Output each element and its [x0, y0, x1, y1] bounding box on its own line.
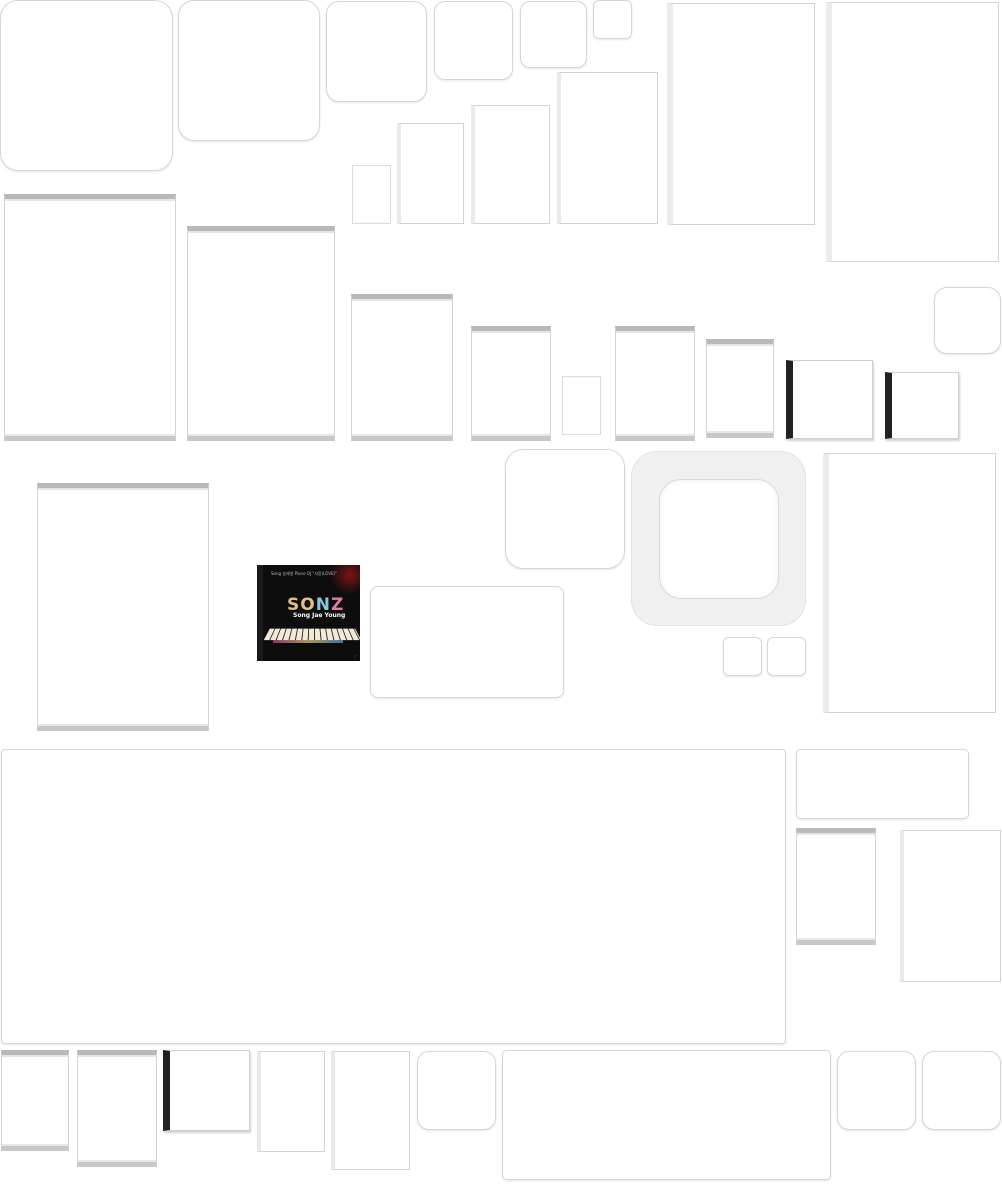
rounded-frame-6 — [593, 0, 632, 39]
rounded-frame-7 — [934, 287, 1001, 354]
case-frame-9 — [331, 1051, 410, 1170]
rounded-panel-3 — [502, 1050, 831, 1180]
album-top-text: Song 송재영 Piano OJ "사랑(LOVE)" — [271, 571, 337, 576]
rounded-frame-2 — [178, 0, 320, 141]
album-glint — [273, 640, 343, 643]
rounded-frame-10 — [767, 637, 806, 676]
bar-frame-9 — [1, 1050, 69, 1151]
rounded-panel-2 — [796, 749, 969, 819]
case-frame-2 — [471, 105, 550, 224]
bar-frame-6 — [706, 339, 774, 438]
case-frame-1 — [397, 123, 464, 224]
dark-spine-frame-2 — [885, 372, 959, 439]
album-cover: Song 송재영 Piano OJ "사랑(LOVE)" SONZ Song J… — [257, 565, 360, 661]
case-frame-5 — [826, 2, 999, 262]
bar-frame-7 — [37, 483, 209, 731]
case-frame-7 — [900, 830, 1001, 982]
bar-frame-4 — [471, 326, 551, 441]
rounded-frame-5 — [520, 1, 587, 68]
rounded-frame-1 — [0, 0, 173, 171]
bar-frame-2 — [187, 226, 335, 441]
album-subtitle: Song Jae Young — [293, 612, 346, 619]
album-glow — [330, 565, 360, 595]
bar-frame-10 — [77, 1050, 157, 1167]
bar-frame-8 — [796, 828, 876, 945]
case-frame-8 — [257, 1051, 325, 1152]
large-panel — [1, 749, 786, 1044]
rounded-frame-11 — [417, 1051, 496, 1130]
piano-keys — [263, 628, 360, 641]
rounded-frame-9 — [723, 637, 762, 676]
dark-spine-frame-3 — [163, 1050, 250, 1131]
bar-frame-5 — [615, 326, 695, 441]
bar-frame-1 — [4, 194, 176, 441]
rounded-panel-1 — [370, 586, 564, 698]
rounded-frame-12 — [837, 1051, 916, 1130]
rounded-frame-13 — [922, 1051, 1001, 1130]
rounded-frame-8 — [505, 449, 625, 569]
dark-spine-frame-1 — [786, 360, 873, 439]
small-frame — [352, 165, 391, 224]
rounded-frame-4 — [434, 1, 513, 80]
album-title: SONZ — [287, 595, 345, 615]
bar-frame-3 — [351, 294, 453, 441]
rounded-frame-3 — [326, 1, 427, 102]
album-footer: ♪ — [354, 654, 356, 658]
case-frame-4 — [667, 3, 815, 225]
small-frame-2 — [562, 376, 601, 435]
case-frame-3 — [557, 72, 658, 224]
case-frame-6 — [823, 453, 996, 713]
inner-rounded-tile — [659, 479, 779, 599]
